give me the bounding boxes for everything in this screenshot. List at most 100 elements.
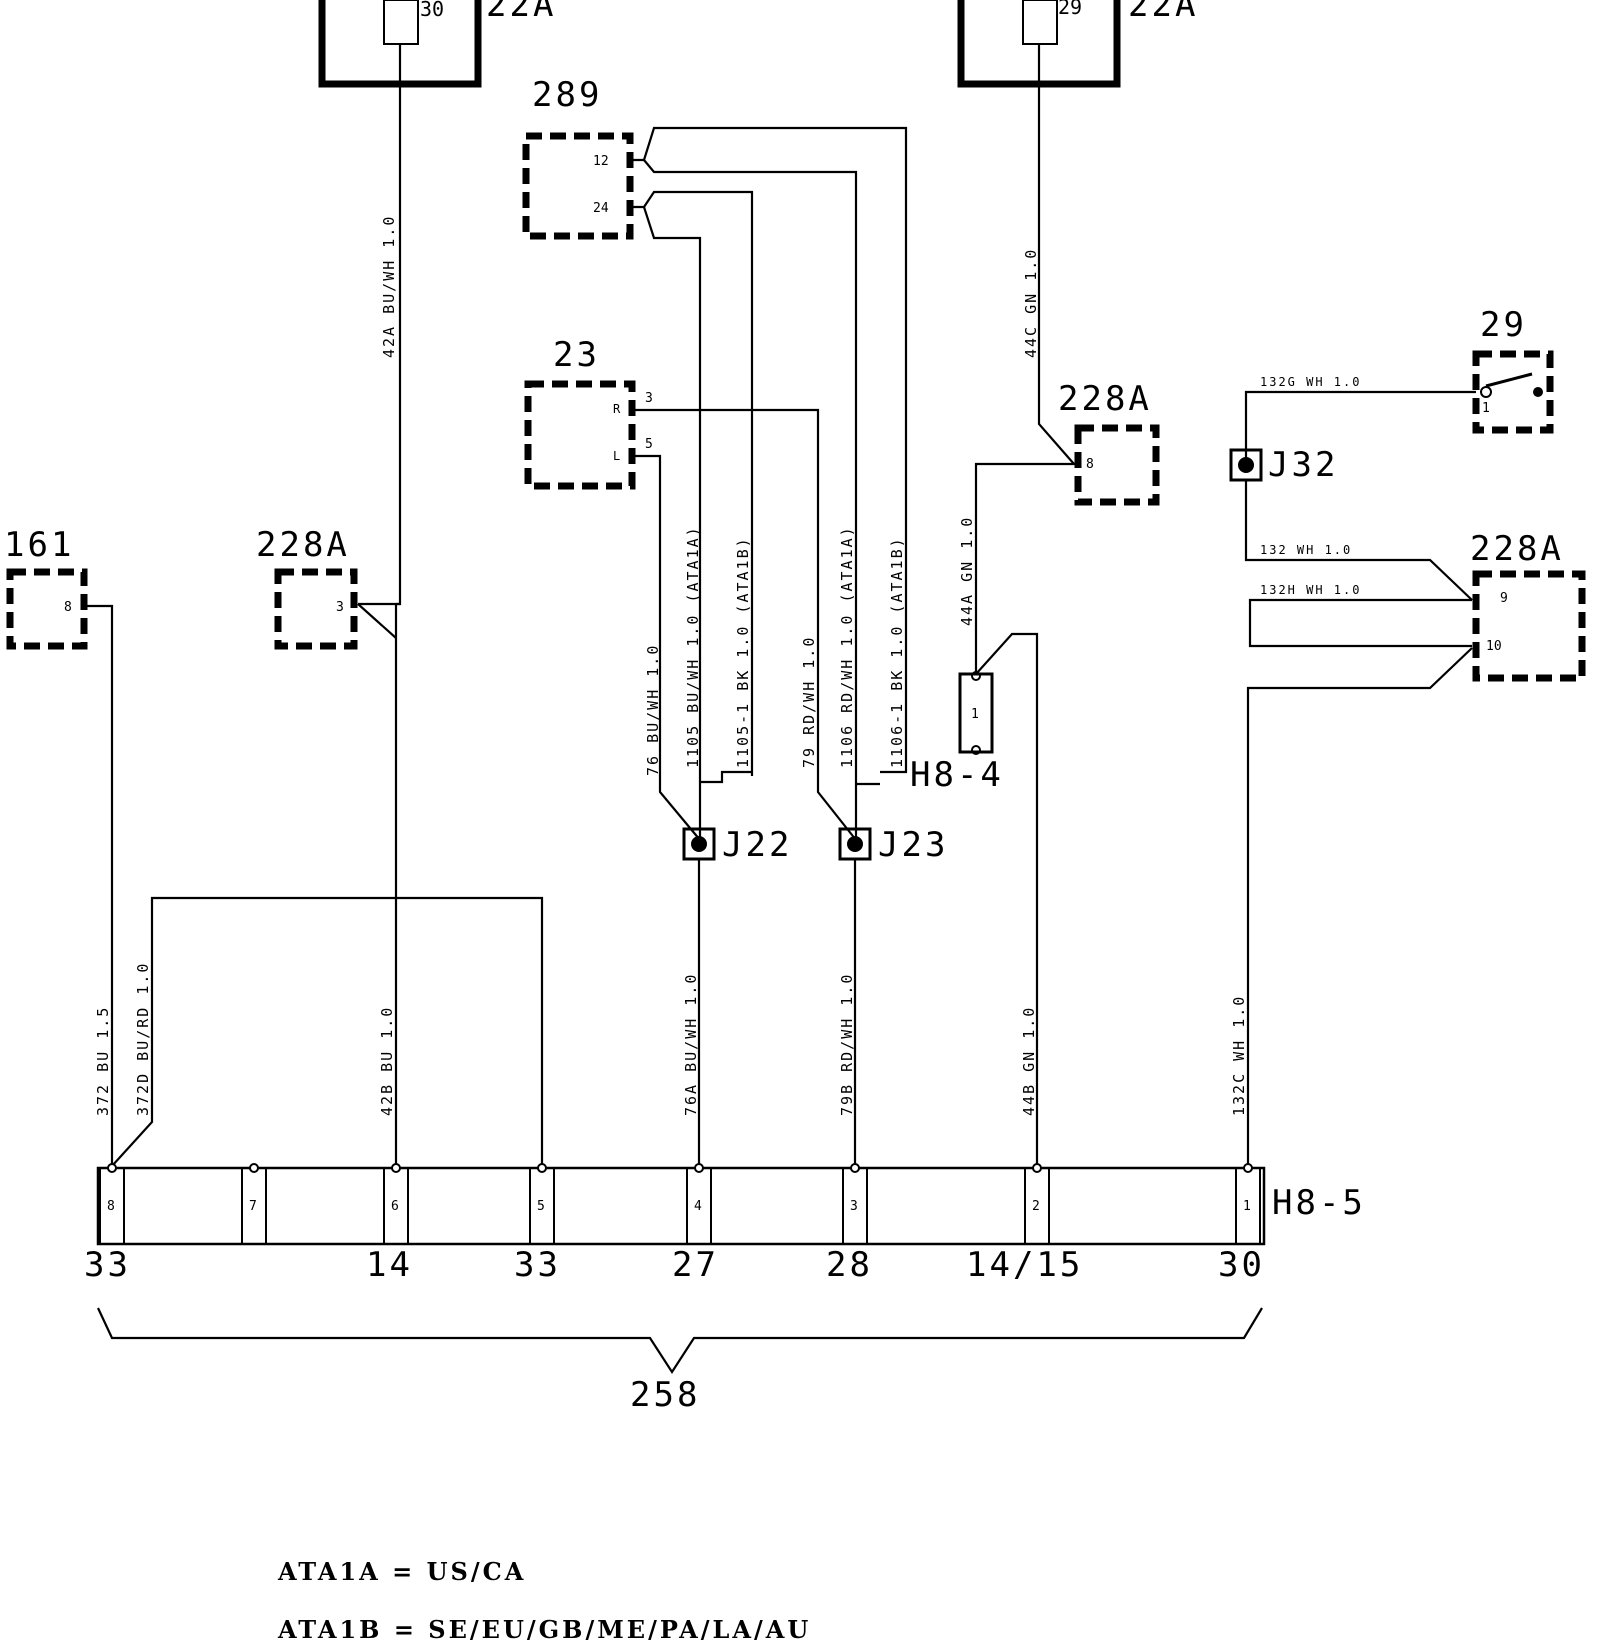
- wire-label-132h: 132H WH 1.0: [1260, 583, 1361, 597]
- fuse-block-top-right: 29 22A: [957, 0, 1198, 88]
- svg-text:3: 3: [850, 1199, 858, 1214]
- pin-5: 5: [645, 437, 653, 452]
- wire-132h: [1248, 598, 1472, 648]
- pin-8-161: 8: [64, 600, 72, 615]
- splice-label-j22: J22: [722, 825, 792, 865]
- wire-label-76a: 76A BU/WH 1.0: [682, 973, 700, 1116]
- wire-label-132c: 132C WH 1.0: [1230, 995, 1248, 1116]
- svg-text:2: 2: [1032, 1199, 1040, 1214]
- splice-j32: J32: [1229, 445, 1338, 485]
- brace-label-258: 258: [630, 1375, 700, 1415]
- connector-label-h8-5: H8-5: [1272, 1183, 1366, 1223]
- legend-line-ata1a: ATA1A = US/CA: [277, 1557, 526, 1586]
- fuse-block-label-22a-right: 22A: [1128, 0, 1198, 25]
- component-label-228a-right: 228A: [1470, 529, 1564, 569]
- component-label-161: 161: [4, 525, 74, 565]
- component-label-228a-mid: 228A: [1058, 379, 1152, 419]
- wire-label-76: 76 BU/WH 1.0: [644, 644, 662, 776]
- inline-pin-1: 1: [971, 707, 979, 722]
- wire-1106-branch: [643, 159, 858, 772]
- ground-ref-28: 28: [826, 1245, 873, 1285]
- pin-1-switch: 1: [1482, 401, 1490, 416]
- ground-ref-33-b: 33: [514, 1245, 561, 1285]
- wire-label-44b: 44B GN 1.0: [1020, 1006, 1038, 1116]
- component-228a-left: 228A 3: [256, 525, 358, 650]
- wire-372: [84, 604, 114, 1168]
- wire-label-1105-1: 1105-1 BK 1.0 (ATA1B): [734, 536, 752, 768]
- pin-9: 9: [1500, 591, 1508, 606]
- fuse-pin-29: 29: [1058, 0, 1082, 19]
- component-289: 289 12 24: [522, 75, 634, 240]
- wire-44a-return: [975, 632, 1039, 1168]
- wire-372d: [111, 896, 544, 1168]
- wire-42a: [358, 44, 402, 1168]
- ground-ref-27: 27: [672, 1245, 719, 1285]
- component-label-228a-left: 228A: [256, 525, 350, 565]
- h8-4-joint-1106: [854, 772, 880, 840]
- brace-258: [97, 1307, 1263, 1375]
- svg-text:8: 8: [107, 1199, 115, 1214]
- wire-132: [1244, 480, 1473, 601]
- ground-ref-33-a: 33: [84, 1245, 131, 1285]
- pin-8-mid: 8: [1086, 457, 1094, 472]
- ground-ref-14: 14: [366, 1245, 413, 1285]
- svg-text:1: 1: [1243, 1199, 1251, 1214]
- splice-label-j23: J23: [878, 825, 948, 865]
- wire-label-372d: 372D BU/RD 1.0: [134, 962, 152, 1116]
- component-228a-right: 228A 9 10: [1470, 529, 1586, 682]
- component-23: 23 R L 3 5: [524, 335, 653, 490]
- wire-79: [632, 408, 857, 841]
- pin-cavity-7: 7: [241, 1163, 267, 1245]
- svg-text:7: 7: [249, 1199, 257, 1214]
- component-228a-mid: 228A 8: [1058, 379, 1160, 506]
- wire-132c: [1246, 647, 1473, 1168]
- wire-1106-1-branch: [630, 126, 908, 774]
- ground-ref-30: 30: [1218, 1245, 1265, 1285]
- pin-cavity-5: 5: [529, 1163, 555, 1245]
- wire-label-44a: 44A GN 1.0: [958, 516, 976, 626]
- connector-label-h8-4: H8-4: [910, 755, 1004, 795]
- fuse-block-top-left: 30 22A: [318, 0, 556, 88]
- svg-text:6: 6: [391, 1199, 399, 1214]
- wire-label-132g: 132G WH 1.0: [1260, 375, 1361, 389]
- pin-3: 3: [645, 391, 653, 406]
- wire-label-372: 372 BU 1.5: [94, 1006, 112, 1116]
- component-label-23: 23: [553, 335, 600, 375]
- svg-text:5: 5: [537, 1199, 545, 1214]
- inline-connector: 1: [958, 671, 994, 755]
- pin-cavity-8: 8: [99, 1163, 125, 1245]
- wire-label-42a: 42A BU/WH 1.0: [380, 215, 398, 358]
- pin-24: 24: [593, 201, 609, 216]
- legend-line-ata1b: ATA1B = SE/EU/GB/ME/PA/LA/AU: [277, 1615, 811, 1644]
- wire-label-42b: 42B BU 1.0: [378, 1006, 396, 1116]
- wire-1105-1-branch: [630, 190, 754, 776]
- connector-h8-5: 8 7 6 5 4 3 2 1 H8-5: [96, 1163, 1366, 1246]
- pin-cavity-6: 6: [383, 1163, 409, 1245]
- splice-label-j32: J32: [1268, 445, 1338, 485]
- wire-label-132: 132 WH 1.0: [1260, 543, 1352, 557]
- pin-cavity-2: 2: [1024, 1163, 1050, 1245]
- pin-cavity-4: 4: [686, 1163, 712, 1245]
- pin-cavity-3: 3: [842, 1163, 868, 1245]
- pin-10: 10: [1486, 639, 1502, 654]
- wire-label-1105: 1105 BU/WH 1.0 (ATA1A): [684, 525, 702, 768]
- wire-label-44c: 44C GN 1.0: [1022, 248, 1040, 358]
- fuse-block-label-22a-left: 22A: [486, 0, 556, 25]
- wire-42a-bend: [357, 603, 397, 639]
- wire-132g: [1244, 390, 1476, 462]
- pin-l-label: L: [613, 449, 620, 463]
- fuse-pin-30: 30: [420, 0, 444, 21]
- component-161: 161 8: [4, 525, 88, 650]
- ground-ref-14-15: 14/15: [966, 1245, 1083, 1285]
- wire-label-1106: 1106 RD/WH 1.0 (ATA1A): [838, 525, 856, 768]
- wire-76: [632, 454, 701, 841]
- component-label-29: 29: [1480, 305, 1527, 345]
- pin-cavity-1: 1: [1235, 1163, 1261, 1245]
- wire-1105-branch: [642, 206, 702, 772]
- pin-3-left: 3: [336, 600, 344, 615]
- wire-label-79: 79 RD/WH 1.0: [800, 636, 818, 768]
- pin-r-label: R: [613, 402, 621, 416]
- pin-12: 12: [593, 154, 609, 169]
- component-label-289: 289: [532, 75, 602, 115]
